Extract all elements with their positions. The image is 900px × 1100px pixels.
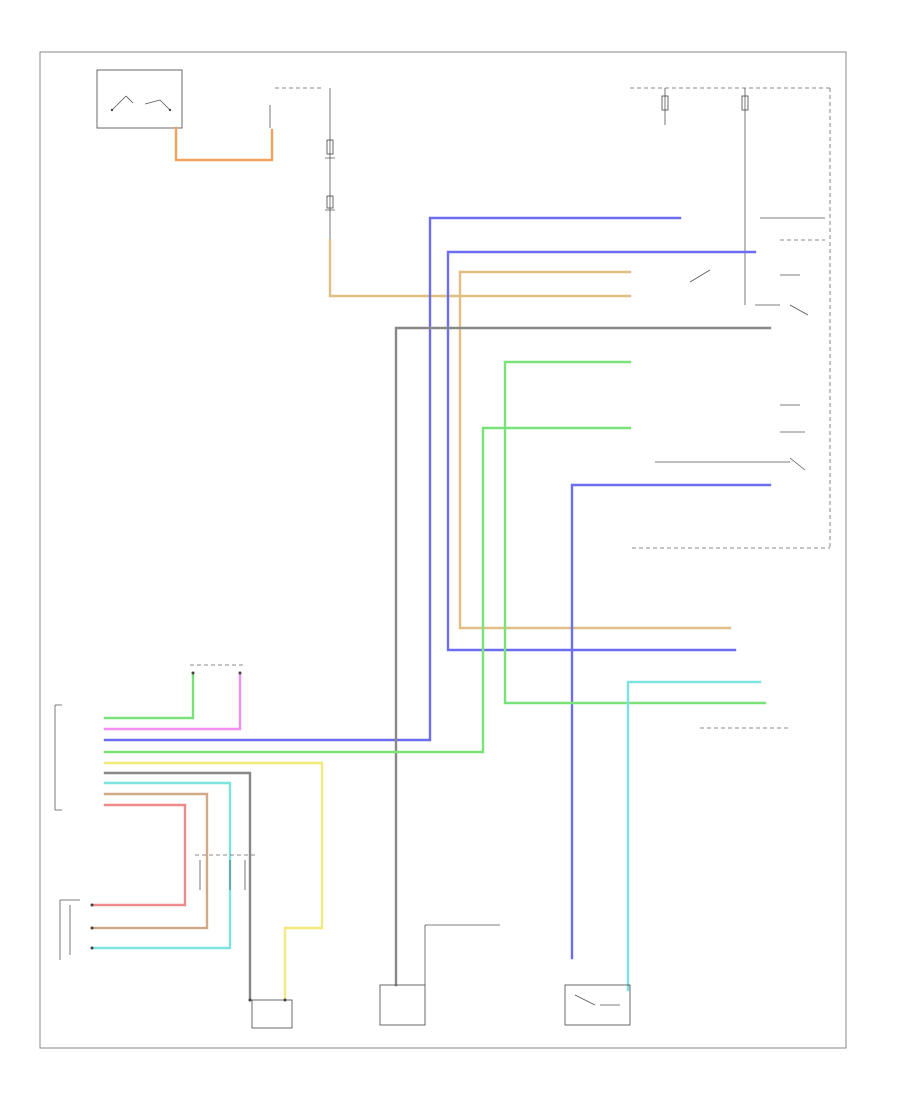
underhood-fuse-relay-box <box>630 87 831 549</box>
a-c-refrigerant-pressure-switch <box>564 984 631 1026</box>
wire-blue-3 <box>570 483 772 960</box>
wire-yellow <box>103 761 324 1002</box>
wire-orange <box>174 126 274 162</box>
a-c-compressor-clutch <box>379 924 500 1026</box>
engine-control-module <box>54 704 62 811</box>
fuse-block <box>269 87 335 240</box>
blower-motor-relay <box>195 854 255 890</box>
wire-salmon-ecm <box>90 803 187 907</box>
wire-gray-ecm <box>103 771 252 1002</box>
a-c-compressor-clutch-relay <box>655 217 825 471</box>
ignition-switch <box>96 69 183 129</box>
a-c-pressure-sensor <box>59 899 94 960</box>
wire-tan-3 <box>458 270 732 630</box>
wire-blue-1 <box>103 216 682 742</box>
wire-cyan <box>626 680 762 992</box>
heater-a-c-control-unit <box>248 998 293 1029</box>
wire-brown-ecm <box>90 792 209 930</box>
wire-cyan-ecm <box>90 781 232 950</box>
wire-green-2 <box>103 426 632 754</box>
diagram-border <box>39 51 847 1049</box>
data-link-connector <box>190 664 245 675</box>
wire-blue-2 <box>446 250 757 652</box>
wire-green-1 <box>503 360 767 705</box>
wire-tan-1 <box>328 238 632 298</box>
wire-gray <box>394 326 772 987</box>
wire-green-dlc <box>103 671 195 720</box>
wire-pink <box>103 671 242 731</box>
